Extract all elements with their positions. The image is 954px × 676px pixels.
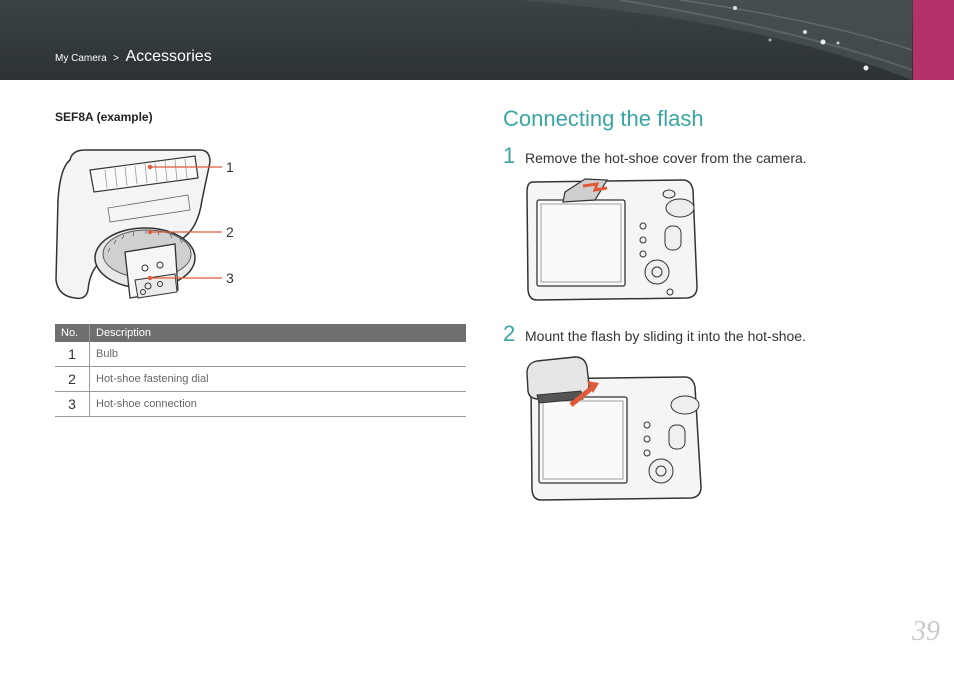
breadcrumb: My Camera > Accessories [55, 48, 212, 66]
page-number: 39 [912, 616, 940, 647]
col-header-description: Description [89, 324, 466, 342]
step-text: Remove the hot-shoe cover from the camer… [525, 150, 807, 166]
row-number: 1 [55, 342, 90, 367]
flash-diagram: 1 2 3 [55, 149, 234, 300]
breadcrumb-current: Accessories [125, 48, 212, 65]
camera-mount-flash-illustration [526, 356, 702, 501]
parts-table: No. Description 1 Bulb 2 Hot-shoe fasten… [55, 324, 466, 417]
breadcrumb-separator: > [113, 53, 119, 64]
bulb-window [89, 155, 199, 193]
callout-1: 1 [226, 159, 234, 175]
row-description: Bulb [89, 342, 466, 367]
step-2: 2 Mount the flash by sliding it into the… [503, 321, 806, 347]
col-header-no: No. [55, 324, 90, 342]
table-row: 2 Hot-shoe fastening dial [55, 366, 466, 392]
row-description: Hot-shoe connection [89, 391, 466, 417]
flash-example-title: SEF8A (example) [55, 110, 153, 124]
step-number: 2 [503, 321, 516, 346]
table-header-row: No. Description [55, 324, 466, 342]
breadcrumb-parent[interactable]: My Camera [55, 53, 107, 64]
header-decoration [520, 0, 913, 80]
header-accent-bar [913, 0, 954, 80]
callout-3: 3 [226, 270, 234, 286]
table-row: 3 Hot-shoe connection [55, 391, 466, 417]
table-row: 1 Bulb [55, 342, 466, 367]
section-title: Connecting the flash [503, 106, 704, 131]
callout-2: 2 [226, 224, 234, 240]
row-number: 2 [55, 366, 90, 392]
step-text: Mount the flash by sliding it into the h… [525, 328, 806, 344]
step-1: 1 Remove the hot-shoe cover from the cam… [503, 143, 807, 169]
row-number: 3 [55, 391, 90, 417]
row-description: Hot-shoe fastening dial [89, 366, 466, 392]
step-number: 1 [503, 143, 516, 168]
page-header: My Camera > Accessories [0, 0, 954, 80]
camera-remove-cover-illustration [526, 178, 698, 301]
